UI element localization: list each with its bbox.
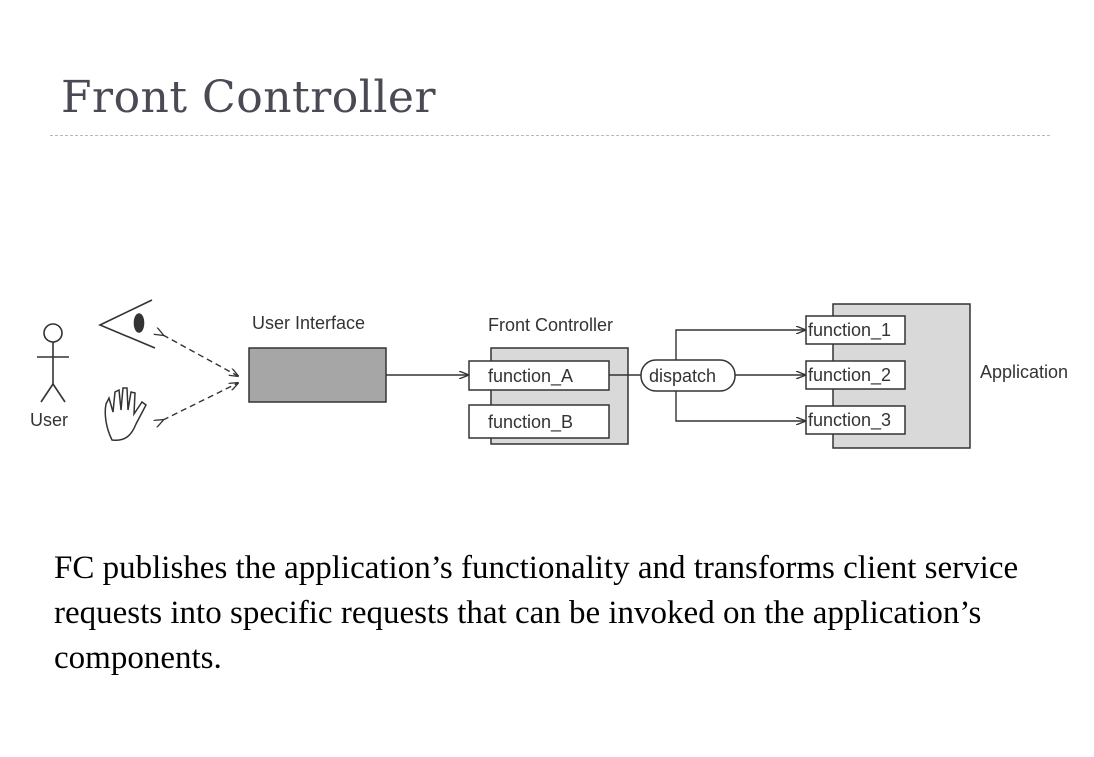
function-b-box — [468, 404, 610, 439]
function-b-label: function_B — [488, 412, 573, 433]
user-interface-box — [248, 347, 387, 403]
title-divider — [50, 135, 1050, 136]
application-label: Application — [980, 362, 1068, 382]
user-label: User — [30, 410, 68, 430]
ui-label: User Interface — [252, 313, 365, 333]
function-a-box — [468, 360, 610, 391]
hand-to-ui-arrow — [163, 383, 238, 420]
function-2-box — [805, 360, 906, 390]
function-1-label: function_1 — [808, 320, 891, 341]
function-2-label: function_2 — [808, 365, 891, 386]
function-3-box — [805, 405, 906, 435]
fc-label: Front Controller — [488, 315, 613, 335]
eye-icon — [98, 299, 156, 349]
function-3-label: function_3 — [808, 410, 891, 431]
hand-icon — [104, 387, 147, 442]
user-icon — [37, 323, 69, 403]
slide-caption: FC publishes the application’s functiona… — [54, 550, 1019, 676]
function-1-box — [805, 315, 906, 345]
front-controller-diagram: User User Interface Front Controller fun… — [30, 299, 1068, 449]
dispatch-connectors — [675, 330, 805, 421]
function-a-label: function_A — [488, 366, 573, 387]
slide-title: Front Controller — [61, 72, 436, 123]
dispatch-label: dispatch — [649, 366, 716, 386]
eye-to-ui-arrow — [163, 335, 238, 376]
